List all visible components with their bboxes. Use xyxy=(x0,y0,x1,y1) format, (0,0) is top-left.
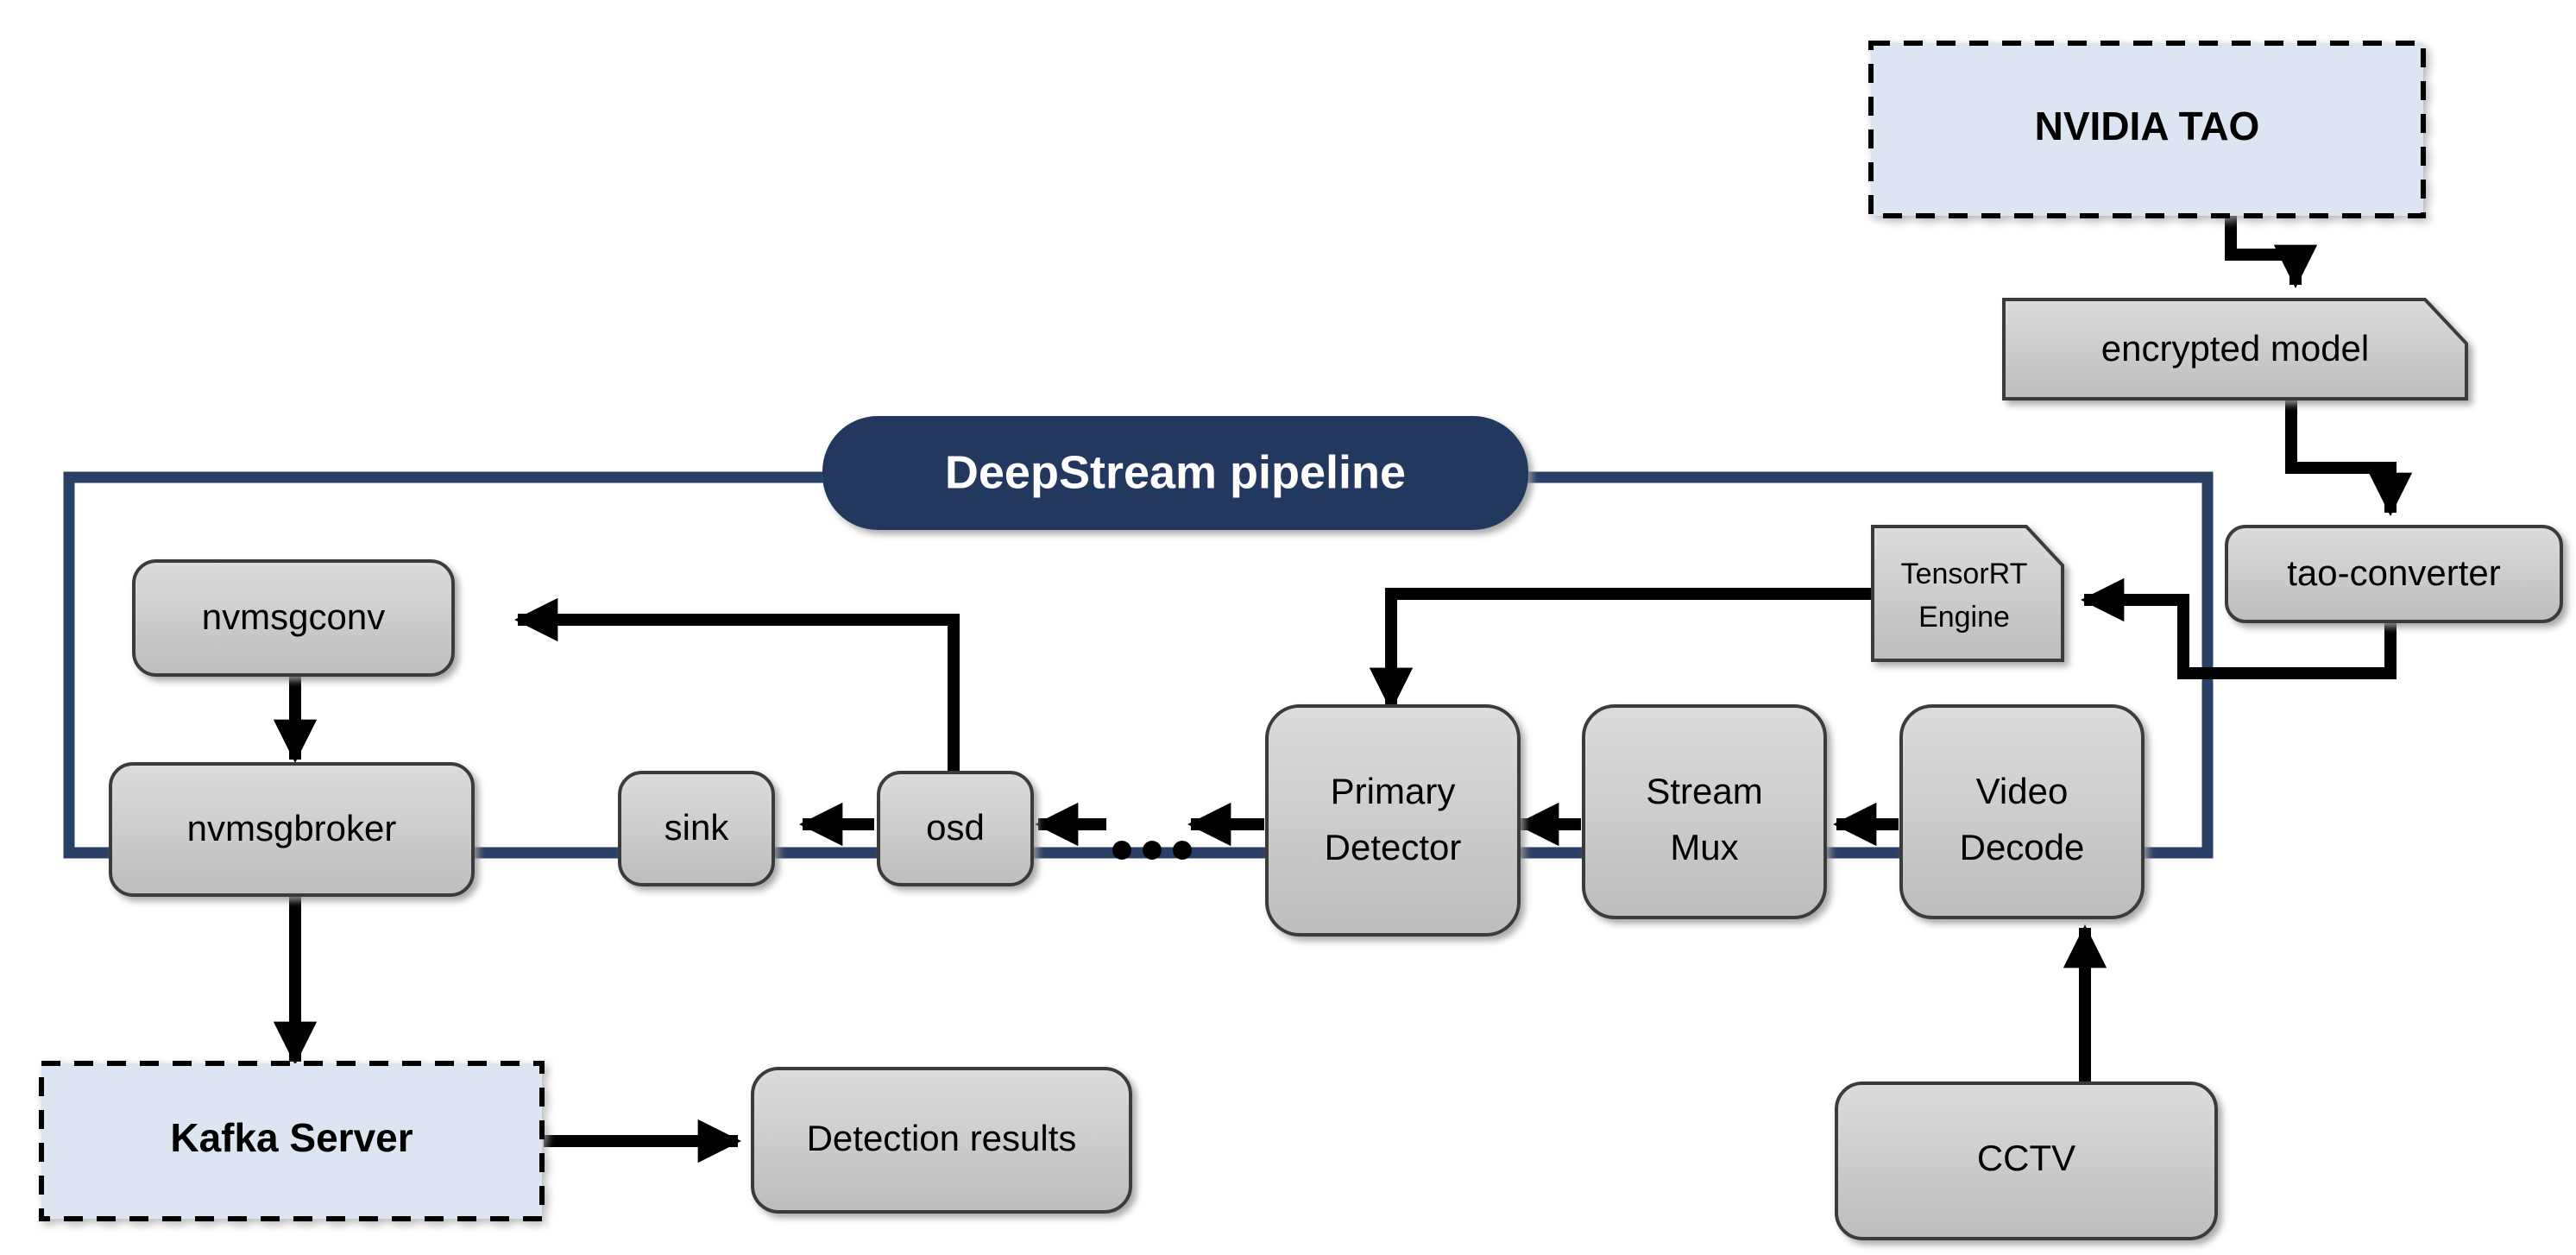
node-cctv-label: CCTV xyxy=(1977,1138,2075,1178)
node-kafka-server-label: Kafka Server xyxy=(170,1115,413,1160)
node-osd-label: osd xyxy=(926,807,985,848)
node-primary-detector-label-line1: Primary xyxy=(1331,771,1456,811)
node-video-decode[interactable]: Video Decode xyxy=(1899,704,2145,919)
node-nvidia-tao-label: NVIDIA TAO xyxy=(2035,104,2260,148)
edge-tao-converter-to-tensorrt-engine xyxy=(2080,577,2396,679)
edge-encrypted-model-to-tao-converter xyxy=(2285,399,2413,517)
node-primary-detector[interactable]: Primary Detector xyxy=(1265,704,1521,937)
node-tao-converter[interactable]: tao-converter xyxy=(2225,525,2563,623)
deepstream-pipeline-banner-label: DeepStream pipeline xyxy=(945,446,1406,498)
node-nvmsgbroker[interactable]: nvmsgbroker xyxy=(109,762,475,897)
node-stream-mux-label-line2: Mux xyxy=(1670,827,1738,867)
node-cctv[interactable]: CCTV xyxy=(1835,1082,2218,1240)
edge-tao-to-encrypted-model xyxy=(2225,216,2318,289)
node-encrypted-model-label: encrypted model xyxy=(2101,328,2370,369)
node-ellipsis xyxy=(1112,841,1192,860)
node-primary-detector-label-line2: Detector xyxy=(1325,827,1462,867)
node-tao-converter-label: tao-converter xyxy=(2287,552,2500,593)
node-nvidia-tao[interactable]: NVIDIA TAO xyxy=(1868,41,2426,218)
node-video-decode-label-line2: Decode xyxy=(1960,827,2085,867)
node-osd[interactable]: osd xyxy=(877,771,1034,886)
node-tensorrt-engine[interactable]: TensorRT Engine xyxy=(1871,525,2064,662)
node-stream-mux-label-line1: Stream xyxy=(1646,771,1762,811)
edge-osd-to-nvmsgconv xyxy=(513,597,960,771)
node-stream-mux[interactable]: Stream Mux xyxy=(1582,704,1827,919)
edge-tensorrt-engine-to-primary-detector xyxy=(1369,588,1871,712)
node-video-decode-label-line1: Video xyxy=(1976,771,2069,811)
node-nvmsgconv[interactable]: nvmsgconv xyxy=(132,559,455,677)
node-detection-results-label: Detection results xyxy=(807,1118,1077,1158)
node-nvmsgbroker-label: nvmsgbroker xyxy=(187,808,397,848)
deepstream-pipeline-banner[interactable]: DeepStream pipeline xyxy=(822,416,1528,530)
node-sink[interactable]: sink xyxy=(618,771,775,886)
node-tensorrt-engine-label-line2: Engine xyxy=(1918,601,2010,634)
node-tensorrt-engine-label-line1: TensorRT xyxy=(1901,558,2028,590)
node-encrypted-model[interactable]: encrypted model xyxy=(2002,298,2468,400)
node-sink-label: sink xyxy=(664,807,730,848)
node-kafka-server[interactable]: Kafka Server xyxy=(39,1061,545,1221)
node-detection-results[interactable]: Detection results xyxy=(751,1067,1132,1214)
node-nvmsgconv-label: nvmsgconv xyxy=(202,596,385,637)
